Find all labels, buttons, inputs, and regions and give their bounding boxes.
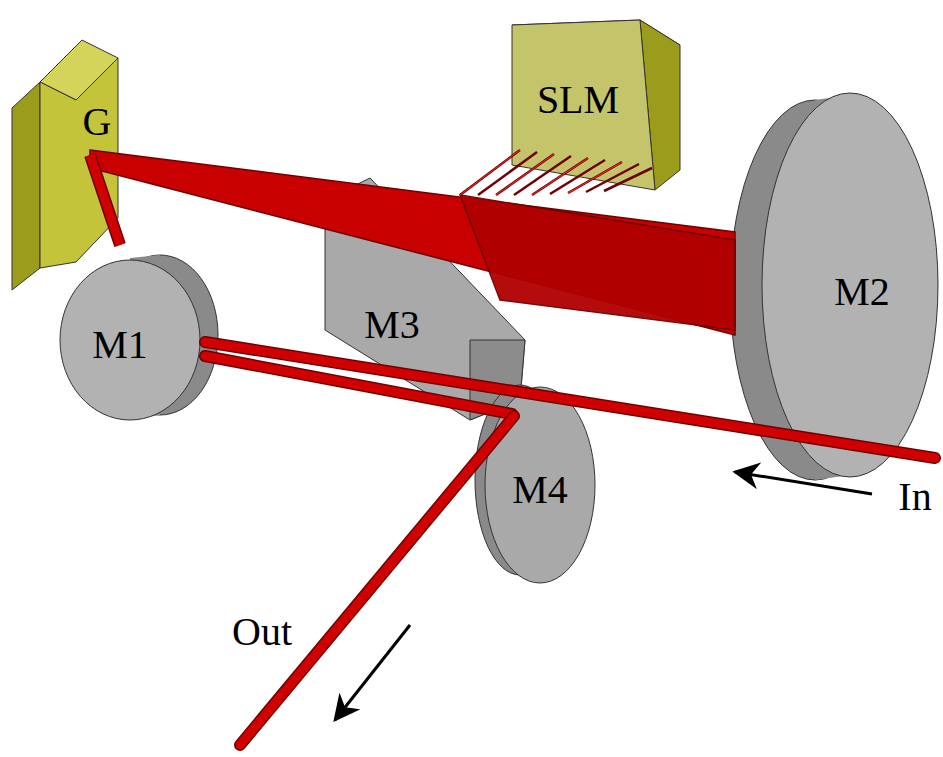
mirror-m2: [730, 93, 938, 480]
part-name: G: [83, 102, 112, 142]
part-name: M3: [364, 305, 420, 345]
mirror-m1: [60, 255, 218, 420]
part-name: SLM: [537, 80, 619, 120]
direction-arrow: [735, 472, 872, 494]
part-name: M4: [512, 470, 568, 510]
part-name: Out: [232, 612, 292, 652]
part-name: In: [898, 477, 931, 517]
part-name: M2: [834, 272, 890, 312]
direction-arrow: [335, 625, 410, 720]
laser-beams: [205, 342, 935, 745]
part-name: M1: [92, 325, 148, 365]
